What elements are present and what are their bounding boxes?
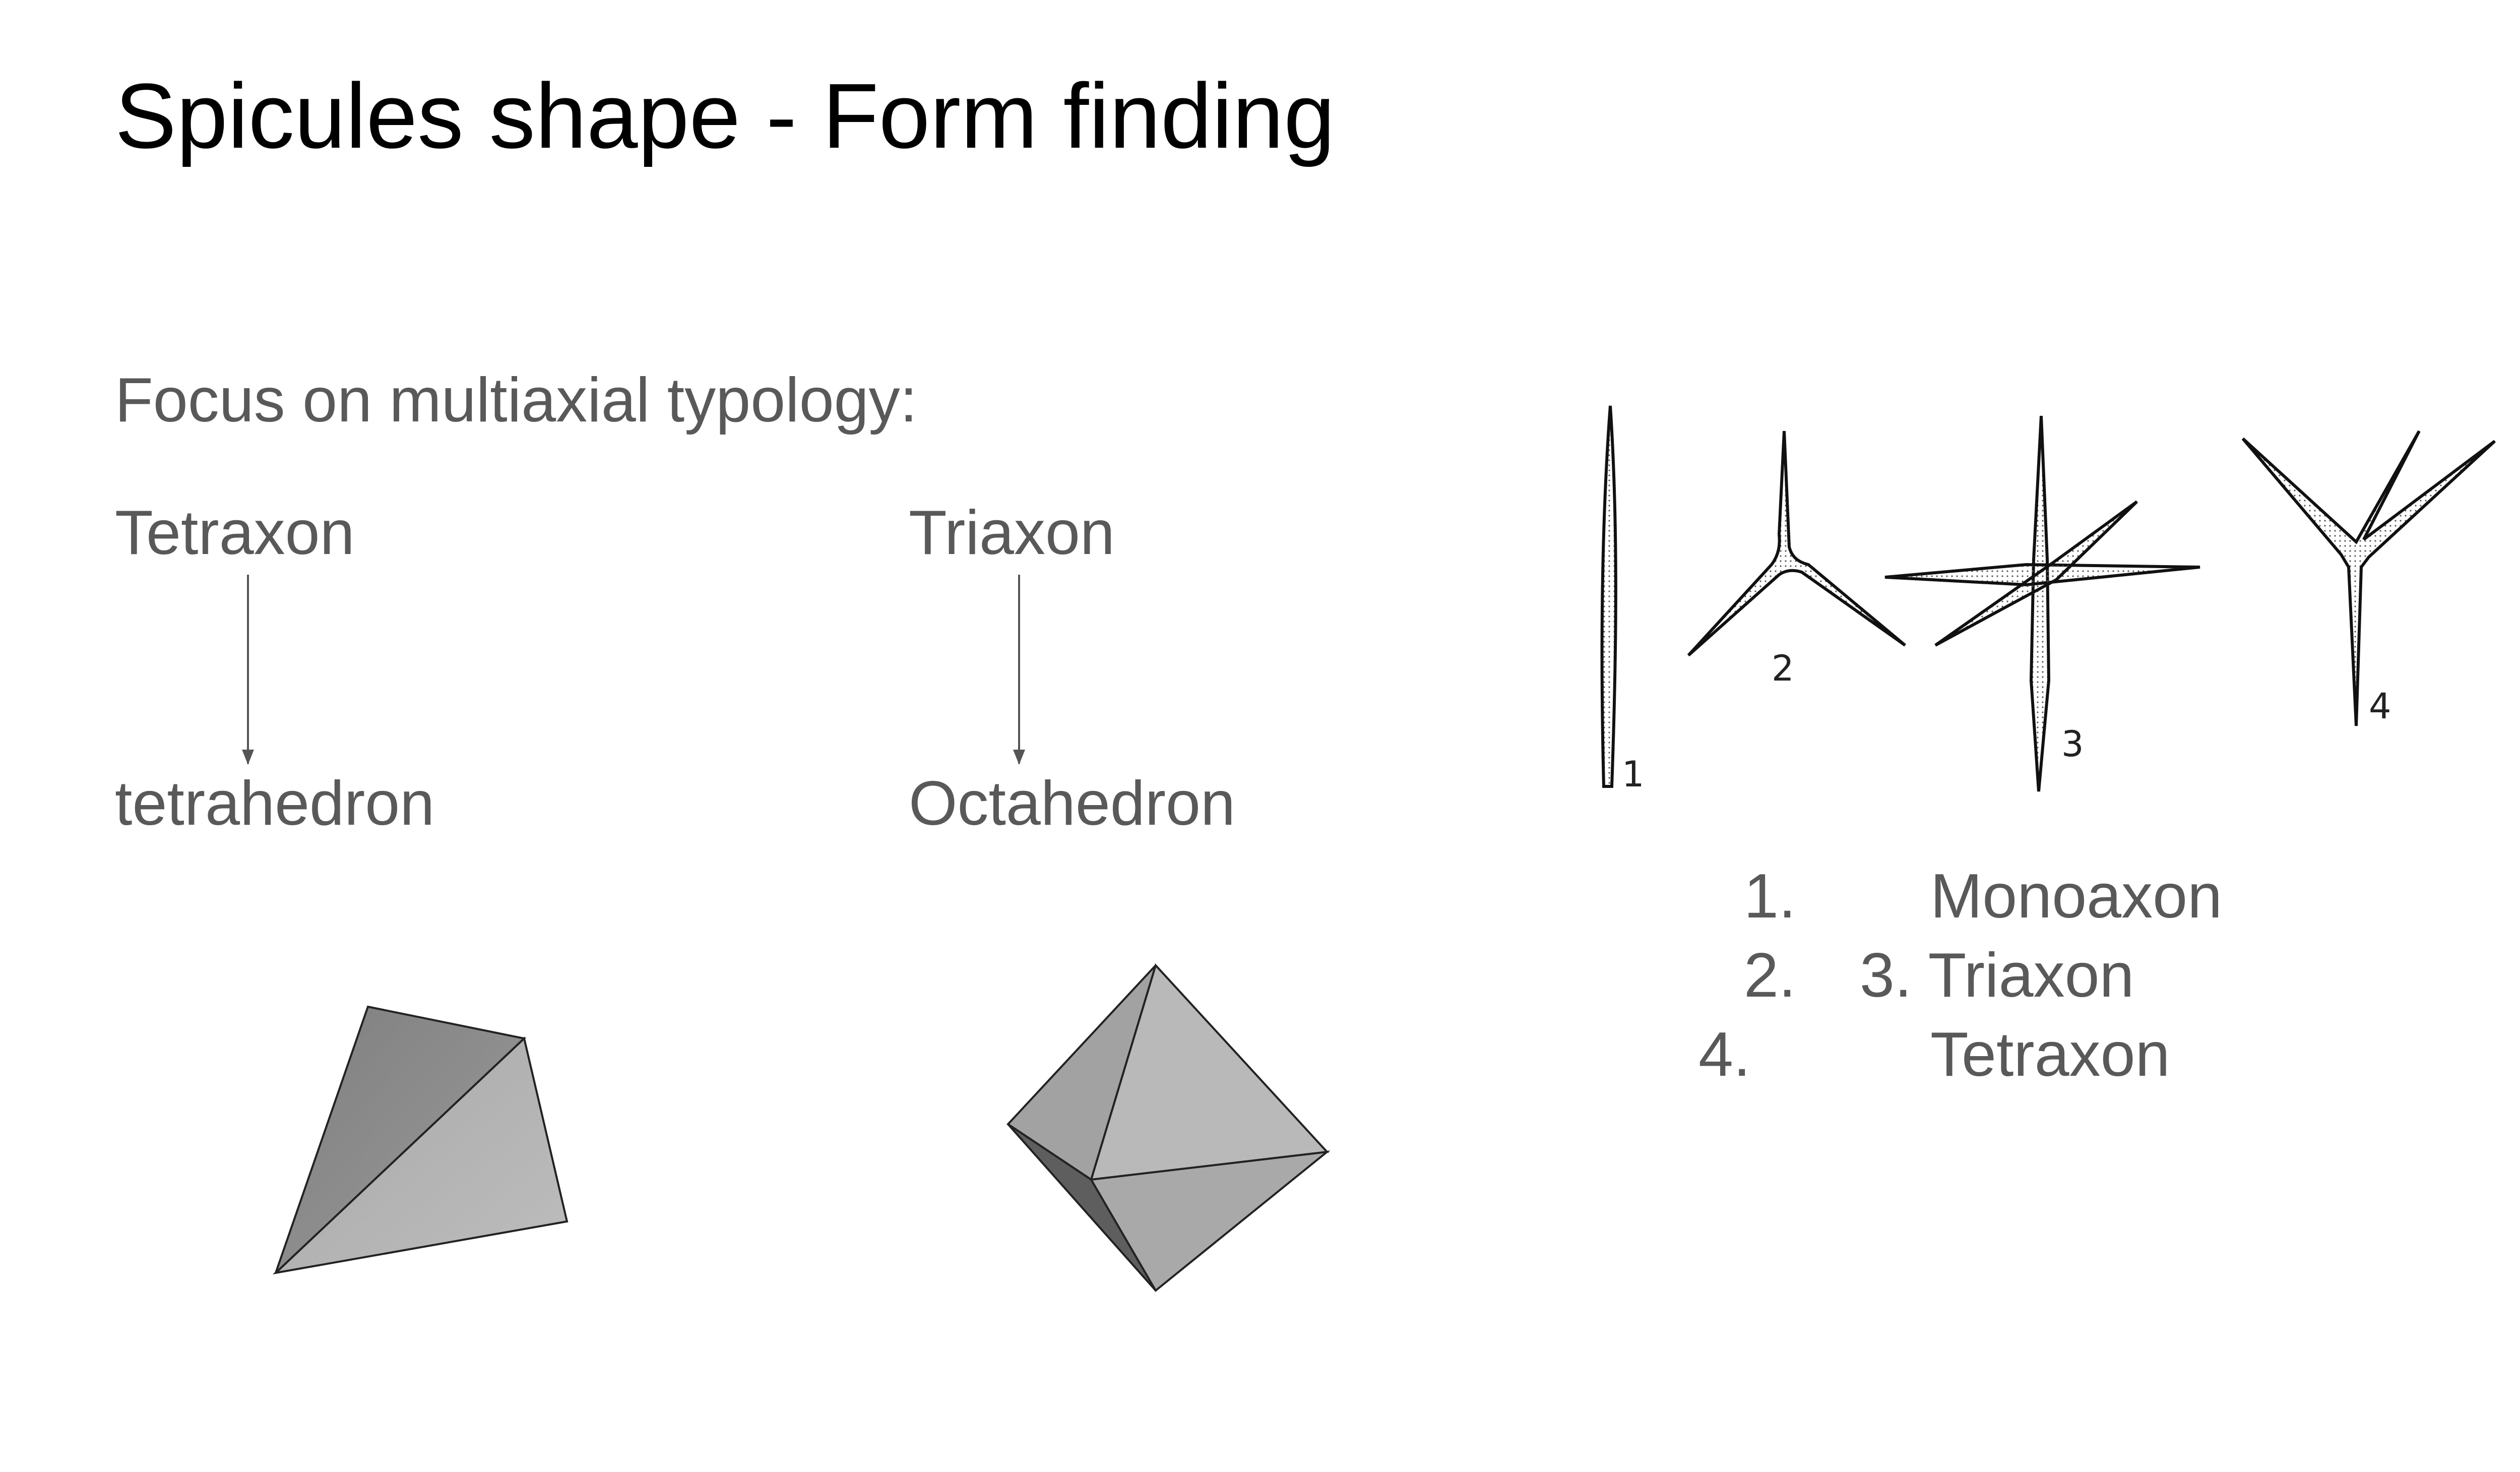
spicule-number-1: 1 [1622, 754, 1645, 795]
down-arrow-icon [1013, 575, 1025, 765]
list-number: 1. [1744, 862, 1796, 931]
list-label: Tetraxon [1930, 1020, 2170, 1089]
spicule-number-3: 3 [2061, 723, 2084, 765]
triradiate-spicule [1687, 431, 1906, 657]
tetraxon-label: Tetraxon [115, 498, 355, 568]
list-number: 4. [1698, 1020, 1751, 1089]
spicule-number-2: 2 [1772, 648, 1794, 689]
cross-spicule-vertical [2029, 415, 2051, 792]
list-item: 2. 3. Triaxon [1714, 936, 2318, 1015]
cross-spicule-diagonal [1934, 500, 2138, 647]
list-label: 3. Triaxon [1860, 941, 2134, 1010]
list-number: 2. [1744, 941, 1796, 1010]
octa-face-bottom [1089, 1150, 1331, 1293]
tetraxon-spicule [2241, 430, 2496, 726]
tetrahedron-label: tetrahedron [115, 769, 435, 838]
subtitle: Focus on multiaxial typology: [115, 365, 918, 435]
triaxon-label: Triaxon [909, 498, 1115, 568]
down-arrow-icon [242, 575, 254, 765]
octahedron-label: Octahedron [909, 769, 1235, 838]
list-item: 4. Tetraxon [1698, 1015, 2318, 1094]
monoaxon-spicule [1600, 405, 1617, 788]
spicule-type-list: 1. Monoaxon 2. 3. Triaxon 4. Tetraxon [1698, 857, 2318, 1094]
spicule-sketches: 1 2 3 4 [1600, 405, 2496, 795]
spicule-number-4: 4 [2369, 686, 2391, 727]
tetra-face-front [272, 1036, 569, 1275]
list-item: 1. Monoaxon [1714, 857, 2318, 936]
octahedron-figure [1006, 963, 1331, 1293]
slide-title: Spicules shape - Form finding [115, 64, 1335, 167]
list-label: Monoaxon [1930, 862, 2223, 931]
tetrahedron-figure [272, 1005, 569, 1275]
